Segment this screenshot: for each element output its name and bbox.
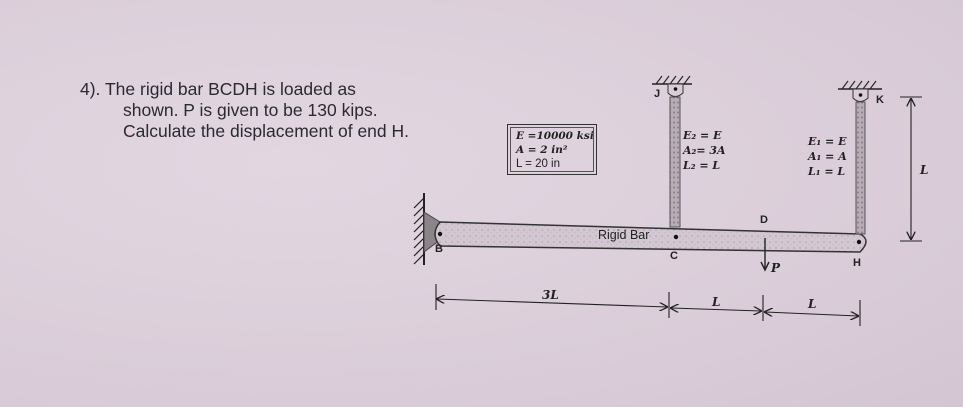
dimension-vertical-l-label: L bbox=[919, 163, 928, 177]
pin-b-icon bbox=[437, 231, 443, 237]
support-j-label: J bbox=[654, 88, 660, 100]
rod-1-area: A₁ = A bbox=[808, 150, 847, 163]
problem-text-1: The rigid bar BCDH is loaded as bbox=[104, 79, 356, 99]
pin-h-icon bbox=[856, 239, 862, 245]
prop-area: A = 2 in² bbox=[516, 144, 568, 156]
load-arrow-icon bbox=[760, 238, 770, 272]
pin-c-icon bbox=[673, 234, 679, 240]
prop-length: L = 20 in bbox=[516, 158, 561, 170]
rod-2 bbox=[652, 75, 692, 228]
point-b-label: B bbox=[435, 243, 443, 255]
point-h-label: H bbox=[853, 257, 861, 269]
wall-support-icon bbox=[413, 193, 441, 265]
material-properties-box: E =10000 ksi A = 2 in² L = 20 in bbox=[507, 124, 597, 175]
problem-line-3: Calculate the displacement of end H. bbox=[123, 121, 409, 141]
rod-1-modulus: E₁ = E bbox=[808, 135, 847, 148]
point-d-label: D bbox=[760, 214, 768, 226]
rod-1 bbox=[838, 80, 882, 235]
rigid-bar bbox=[434, 221, 867, 253]
rigid-bar-label: Rigid Bar bbox=[598, 228, 649, 242]
rod-2-properties: E₂ = E A₂= 3A L₂ = L bbox=[683, 128, 726, 173]
problem-number: 4). bbox=[80, 79, 101, 99]
problem-line-2: shown. P is given to be 130 kips. bbox=[123, 100, 378, 120]
problem-line-1: 4). The rigid bar BCDH is loaded as bbox=[80, 79, 440, 100]
point-c-label: C bbox=[670, 250, 678, 262]
dimension-l-cd-label: L bbox=[711, 295, 720, 309]
rod-2-length: L₂ = L bbox=[683, 159, 721, 172]
rod-2-area: A₂= 3A bbox=[683, 144, 726, 157]
vertical-dimension bbox=[900, 96, 922, 242]
support-k-label: K bbox=[876, 94, 884, 106]
prop-modulus: E =10000 ksi bbox=[516, 130, 594, 142]
rod-1-length: L₁ = L bbox=[808, 165, 846, 178]
horizontal-dimensions bbox=[435, 284, 861, 326]
rod-1-properties: E₁ = E A₁ = A L₁ = L bbox=[808, 134, 847, 179]
dimension-l-dh-label: L bbox=[807, 297, 816, 311]
load-label: P bbox=[770, 261, 781, 275]
rod-2-modulus: E₂ = E bbox=[683, 129, 722, 142]
dimension-3l-label: 3L bbox=[542, 288, 559, 302]
problem-statement: 4). The rigid bar BCDH is loaded as show… bbox=[80, 79, 440, 142]
